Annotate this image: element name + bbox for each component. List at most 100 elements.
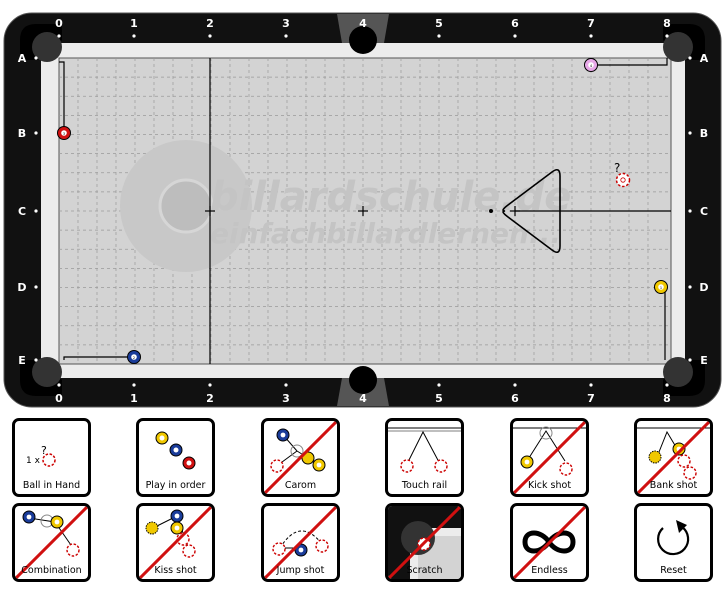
pockets <box>20 14 705 406</box>
diamond <box>132 34 136 38</box>
carom-label: Carom <box>284 480 317 491</box>
svg-text:1: 1 <box>660 286 662 290</box>
jump-shot-label: Jump shot <box>276 565 325 576</box>
diamond <box>688 358 692 362</box>
column-label-top: 2 <box>206 17 214 30</box>
jump-shot-button[interactable]: Jump shot <box>261 503 340 582</box>
column-label-top: 5 <box>435 17 443 30</box>
diamond <box>688 56 692 60</box>
kick-shot-button[interactable]: Kick shot <box>510 418 589 497</box>
infinity-icon <box>513 506 586 579</box>
kick-shot-label: Kick shot <box>527 480 572 491</box>
play-in-order-label: Play in order <box>145 480 206 491</box>
rack-triangle <box>502 168 561 254</box>
diamond <box>34 209 38 213</box>
purple-ball[interactable]: 4 <box>584 58 598 72</box>
diamond <box>665 383 669 387</box>
diamond <box>665 34 669 38</box>
diamond <box>132 383 136 387</box>
diamond <box>57 383 61 387</box>
diamond <box>513 383 517 387</box>
diamond <box>57 34 61 38</box>
touch-rail-icon <box>388 427 461 473</box>
kiss-shot-label: Kiss shot <box>154 565 197 576</box>
jump-shot-icon <box>264 506 337 579</box>
column-label-top: 6 <box>511 17 519 30</box>
row-label-left: E <box>18 354 26 367</box>
kiss-shot-icon <box>139 506 212 579</box>
watermark-text-1: billardschule.de <box>210 174 571 220</box>
touch-rail-button[interactable]: Touch rail <box>385 418 464 497</box>
ball-in-hand-icon: 1 x ? <box>26 444 56 467</box>
svg-text:2: 2 <box>133 356 135 360</box>
cue-ball-ghost[interactable]: ? <box>614 161 631 188</box>
row-label-right: C <box>700 205 708 218</box>
foot-spot <box>489 209 493 213</box>
column-label-bottom: 2 <box>206 392 214 405</box>
column-label-bottom: 1 <box>130 392 138 405</box>
question-mark: ? <box>614 161 620 175</box>
play-in-order-button[interactable]: Play in order <box>136 418 215 497</box>
row-label-right: D <box>699 281 708 294</box>
endless-button[interactable]: Endless <box>510 503 589 582</box>
diamond <box>284 34 288 38</box>
carom-button[interactable]: Carom <box>261 418 340 497</box>
column-label-top: 3 <box>282 17 290 30</box>
column-label-top: 8 <box>663 17 671 30</box>
diamond <box>688 131 692 135</box>
scratch-icon <box>388 506 461 579</box>
reset-icon <box>657 520 690 556</box>
diamond <box>688 209 692 213</box>
diamond <box>688 285 692 289</box>
bank-shot-button[interactable]: Bank shot <box>634 418 713 497</box>
diamond <box>34 285 38 289</box>
svg-text:3: 3 <box>63 132 65 136</box>
row-label-left: B <box>18 127 26 140</box>
yellow-ball[interactable]: 1 <box>654 280 668 294</box>
kiss-shot-button[interactable]: Kiss shot <box>136 503 215 582</box>
diamond <box>513 34 517 38</box>
diamond <box>208 34 212 38</box>
column-label-top: 7 <box>587 17 595 30</box>
combination-label: Combination <box>21 565 82 576</box>
svg-text:1 x: 1 x <box>26 456 41 466</box>
reset-button[interactable]: Reset <box>634 503 713 582</box>
diamond <box>437 34 441 38</box>
combination-button[interactable]: Combination <box>12 503 91 582</box>
svg-text:?: ? <box>41 444 47 457</box>
column-label-bottom: 0 <box>55 392 63 405</box>
red-ball[interactable]: 3 <box>57 126 71 140</box>
touch-rail-label: Touch rail <box>401 480 448 491</box>
blue-ball[interactable]: 2 <box>127 350 141 364</box>
column-label-bottom: 5 <box>435 392 443 405</box>
diamond <box>589 383 593 387</box>
diamond <box>34 358 38 362</box>
spot-markers <box>205 206 520 216</box>
reset-label: Reset <box>660 565 687 576</box>
bank-shot-label: Bank shot <box>649 480 698 491</box>
pool-table[interactable]: billardschule.de einfachbillardlernen...… <box>0 0 725 410</box>
combination-icon <box>15 506 88 579</box>
watermark-text-2: einfachbillardlernen... <box>210 217 561 250</box>
play-in-order-icon <box>155 431 196 470</box>
column-label-top: 4 <box>359 17 367 30</box>
diamond <box>437 383 441 387</box>
column-label-top: 1 <box>130 17 138 30</box>
column-label-bottom: 8 <box>663 392 671 405</box>
row-label-right: B <box>700 127 708 140</box>
column-label-top: 0 <box>55 17 63 30</box>
ball-in-hand-label: Ball in Hand <box>22 480 81 491</box>
scratch-button[interactable]: Scratch <box>385 503 464 582</box>
scratch-label: Scratch <box>406 565 443 576</box>
column-label-bottom: 4 <box>359 392 367 405</box>
svg-text:4: 4 <box>590 64 593 68</box>
diamond <box>34 56 38 60</box>
diamond <box>208 383 212 387</box>
column-label-bottom: 3 <box>282 392 290 405</box>
column-label-bottom: 7 <box>587 392 595 405</box>
endless-label: Endless <box>531 565 568 576</box>
row-label-left: A <box>18 52 27 65</box>
row-label-right: A <box>700 52 709 65</box>
ball-in-hand-button[interactable]: 1 x ? Ball in Hand <box>12 418 91 497</box>
